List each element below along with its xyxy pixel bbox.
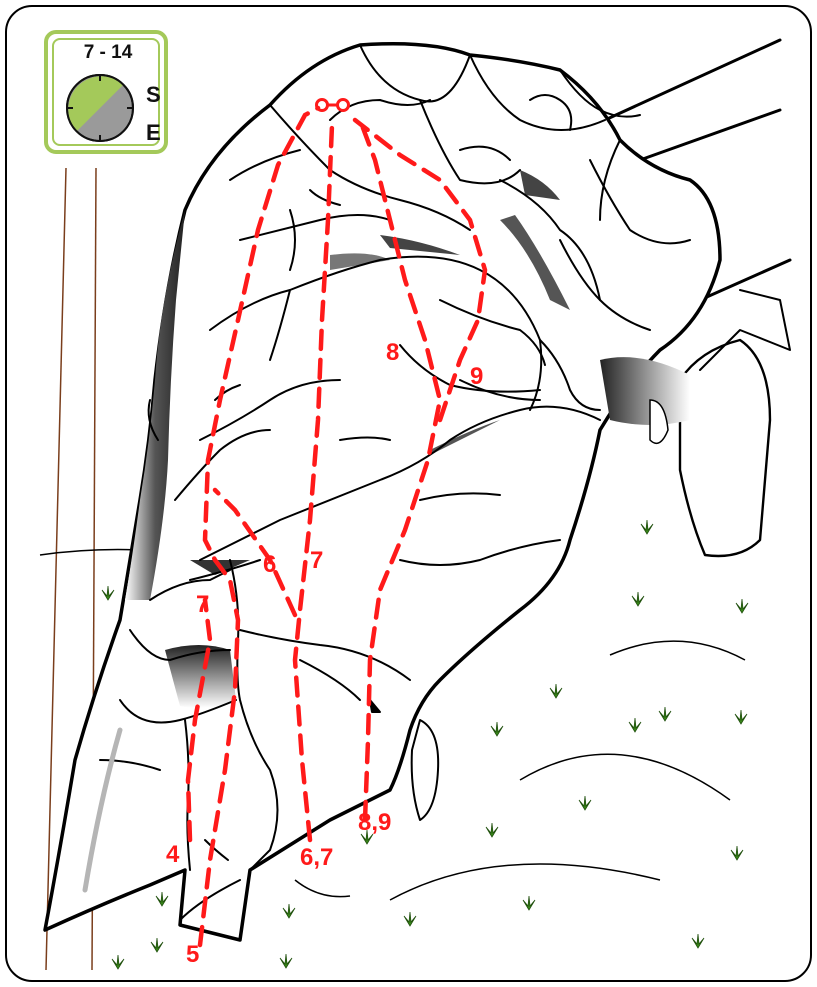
info-badge: 7 - 14 S E: [44, 30, 168, 154]
route-8-9-start-label: 8,9: [358, 809, 391, 836]
route-7-label: 7: [310, 547, 323, 574]
sun-clock-icon: [64, 72, 136, 144]
route-5-label: 5: [186, 941, 199, 968]
grade-range: 7 - 14: [68, 42, 148, 64]
aspect-east: E: [146, 120, 161, 146]
route-6-7-start-label: 6,7: [300, 844, 333, 871]
aspect-south: S: [146, 82, 161, 108]
info-badge-frame: 7 - 14 S E: [52, 38, 160, 146]
route-8-label: 8: [386, 339, 399, 366]
route-6-label: 6: [263, 551, 276, 578]
route-9-label: 9: [470, 363, 483, 390]
route-7-top-label: 7: [196, 591, 209, 618]
route-4-label: 4: [166, 841, 180, 868]
